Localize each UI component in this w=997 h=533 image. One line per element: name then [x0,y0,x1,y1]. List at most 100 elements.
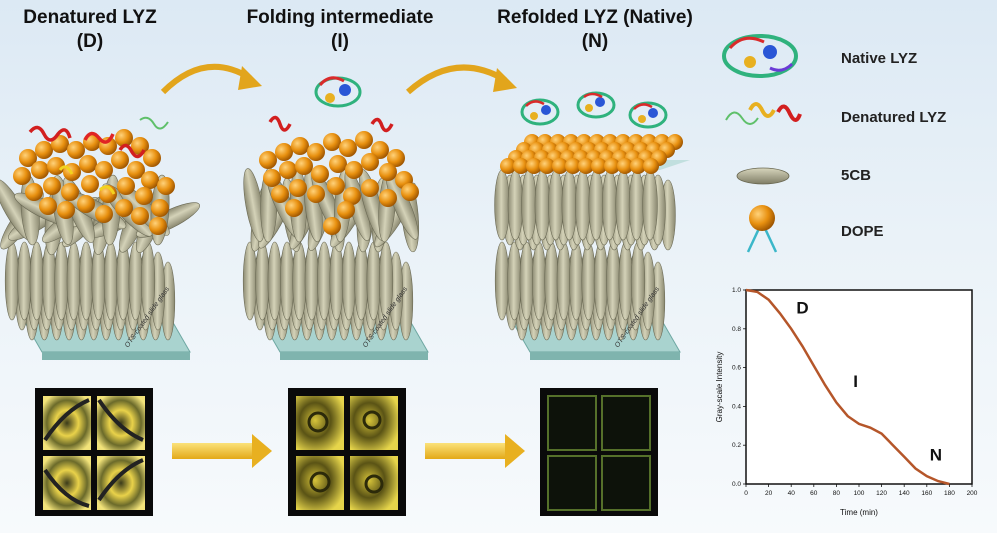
dope-droplet [25,183,43,201]
dope-droplet [81,175,99,193]
x-tick-label: 180 [944,490,955,497]
lc-molecule [593,241,609,321]
lc-molecule [556,241,571,321]
dope-droplets-monolayer [500,134,683,174]
denatured-protein-icon [725,102,802,125]
dope-droplet [115,199,133,217]
lc-molecule [66,241,81,321]
legend-native-lyz: Native LYZ [841,50,918,67]
dope-droplet [61,183,79,201]
dope-droplet [578,158,594,174]
chart-xlabel: Time (min) [840,508,878,517]
dope-droplet [151,199,169,217]
lc-molecule [317,241,332,321]
dope-droplet [630,158,646,174]
dope-droplet [143,149,161,167]
lc-molecule [242,241,258,321]
dope-droplet [565,158,581,174]
lc-molecule [544,241,559,321]
x-tick-label: 100 [854,490,865,497]
dope-droplet [289,179,307,197]
lc-molecule [267,241,282,321]
dope-droplet [339,139,357,157]
dope-droplet [263,169,281,187]
lc-molecule [341,241,357,321]
lc-molecule [519,241,534,321]
stage-title-denatured: Denatured LYZ (D) [0,6,180,54]
lipid-headgroup-icon [746,205,778,253]
stage-native-scheme: OTS-coated slide glass [494,91,690,360]
dope-droplet [337,201,355,219]
straight-arrow-2 [425,434,525,468]
lc-molecule [54,241,69,321]
lc-molecule [79,241,94,321]
denatured-protein-strands [28,116,169,195]
dope-droplet [39,197,57,215]
legend-5cb: 5CB [841,167,872,184]
dope-droplet [345,161,363,179]
dope-droplets [259,131,419,235]
lc-molecule [4,241,20,321]
lc-molecule [29,241,44,321]
dope-droplet [157,177,175,195]
dope-droplet [307,143,325,161]
lc-molecule [618,241,633,321]
dope-droplet [285,199,303,217]
dope-droplet [379,189,397,207]
lc-molecule [507,241,522,321]
native-protein-icon [722,34,798,78]
dope-droplet [31,161,49,179]
chart-ylabel: Gray-scale Intensity [715,352,724,423]
dope-droplet [43,177,61,195]
dope-droplet [111,151,129,169]
lc-molecule [494,169,510,241]
stage-title-text: Refolded LYZ (Native) [497,7,693,28]
lc-molecule [561,169,577,241]
lc-molecule [304,241,319,321]
lc-molecule [354,241,369,321]
dope-droplet [95,205,113,223]
dope-droplet [295,157,313,175]
lc-molecule [531,241,547,321]
dope-droplet [307,185,325,203]
y-tick-label: 0.4 [732,403,741,410]
liquid-crystal-ellipsoid-icon [736,167,790,185]
dope-droplet [47,157,65,175]
stage-title-native: Refolded LYZ (Native) (N) [470,6,720,54]
dope-droplet [117,177,135,195]
lc-lower-layer [4,241,176,341]
pom-image-denatured [35,388,153,516]
x-tick-label: 200 [967,490,978,497]
x-tick-label: 80 [833,490,841,497]
y-tick-label: 0.6 [732,365,741,372]
lc-molecule [601,169,618,241]
dope-droplet [77,195,95,213]
dope-droplet [57,201,75,219]
chart-annotation: I [853,372,858,391]
stage-code: (I) [331,31,349,52]
dope-droplet [371,141,389,159]
dope-droplet [526,158,542,174]
lc-molecule [279,241,295,321]
dope-droplet [323,217,341,235]
stage-title-intermediate: Folding intermediate (I) [225,6,455,54]
dope-droplet [141,171,159,189]
dope-droplet [379,163,397,181]
chart-annotation: D [796,298,808,317]
dope-droplet [617,158,633,174]
dope-droplet [271,185,289,203]
dope-droplet [131,207,149,225]
dope-droplet [259,151,277,169]
lc-molecule [128,241,143,321]
x-tick-label: 160 [921,490,932,497]
straight-arrow-1 [172,434,272,468]
y-tick-label: 1.0 [732,287,741,294]
lc-molecule [292,241,307,321]
lc-molecule [116,241,131,321]
x-tick-label: 40 [788,490,796,497]
dope-droplet [327,177,345,195]
x-tick-label: 120 [876,490,887,497]
stage-denatured-scheme: OTS-coated slide glass [0,116,200,360]
x-tick-label: 60 [810,490,818,497]
